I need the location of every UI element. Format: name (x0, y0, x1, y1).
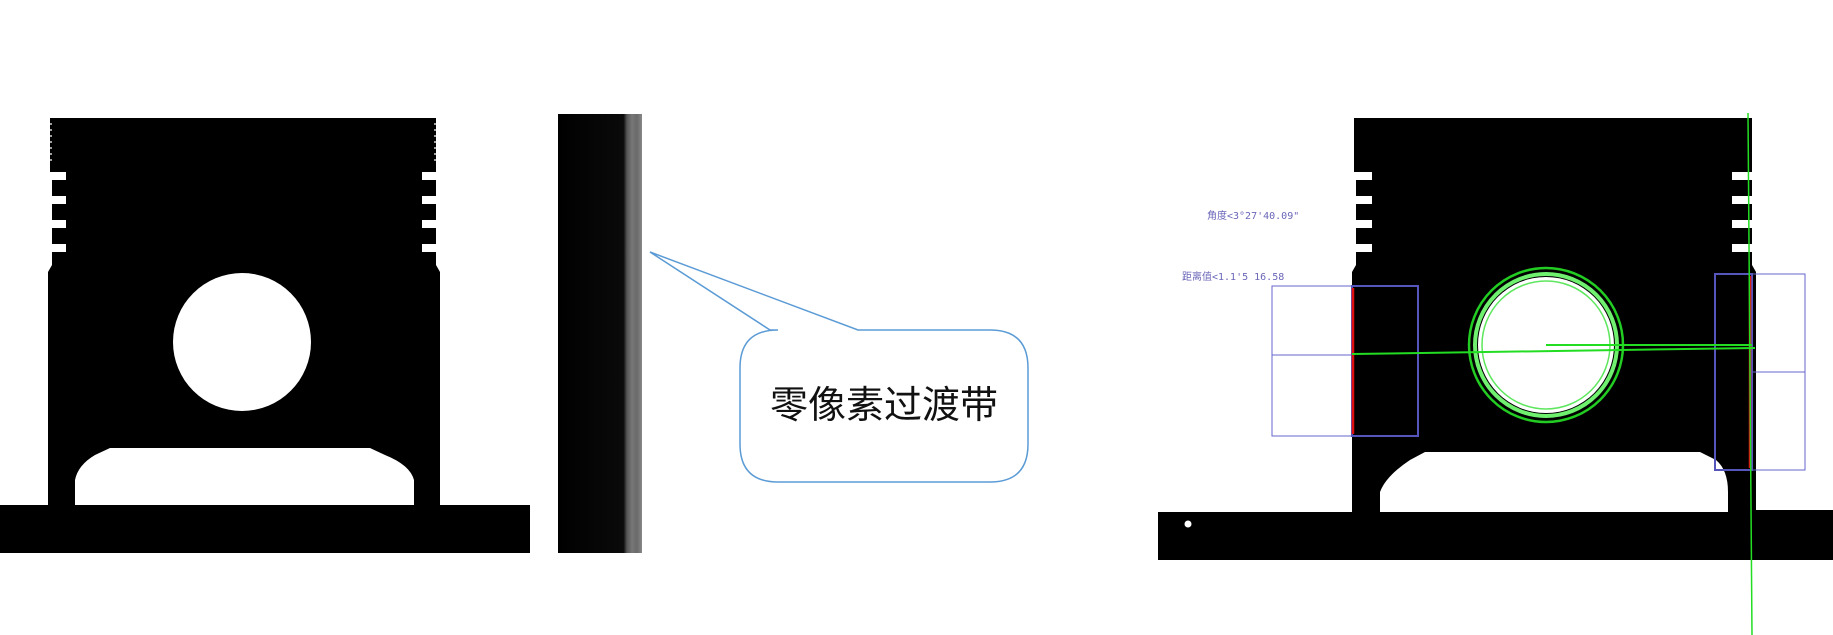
distance-label: 距离值<1.1'5 16.58 (1182, 270, 1284, 283)
piston-measured-right: 角度<3°27'40.09" 距离值<1.1'5 16.58 (1158, 112, 1833, 635)
skirt-cutout-right (1380, 452, 1728, 512)
piston-silhouette-left (0, 118, 530, 553)
vertical-reference-line (1747, 112, 1753, 635)
callout-label: 零像素过渡带 (770, 383, 998, 427)
transition-band-strip (558, 114, 642, 553)
callout-shape (649, 251, 1029, 483)
horizontal-axis-line (1351, 347, 1756, 355)
ring-groove-texture-left (48, 123, 52, 161)
pin-hole (173, 273, 311, 411)
reference-dot (1184, 520, 1192, 528)
ring-groove-texture-right (434, 123, 438, 161)
skirt-cutout (75, 448, 414, 505)
roi-box-right-inner (1714, 273, 1753, 471)
angle-label: 角度<3°27'40.09" (1207, 209, 1299, 222)
callout-bubble: 零像素过渡带 (649, 251, 1029, 483)
